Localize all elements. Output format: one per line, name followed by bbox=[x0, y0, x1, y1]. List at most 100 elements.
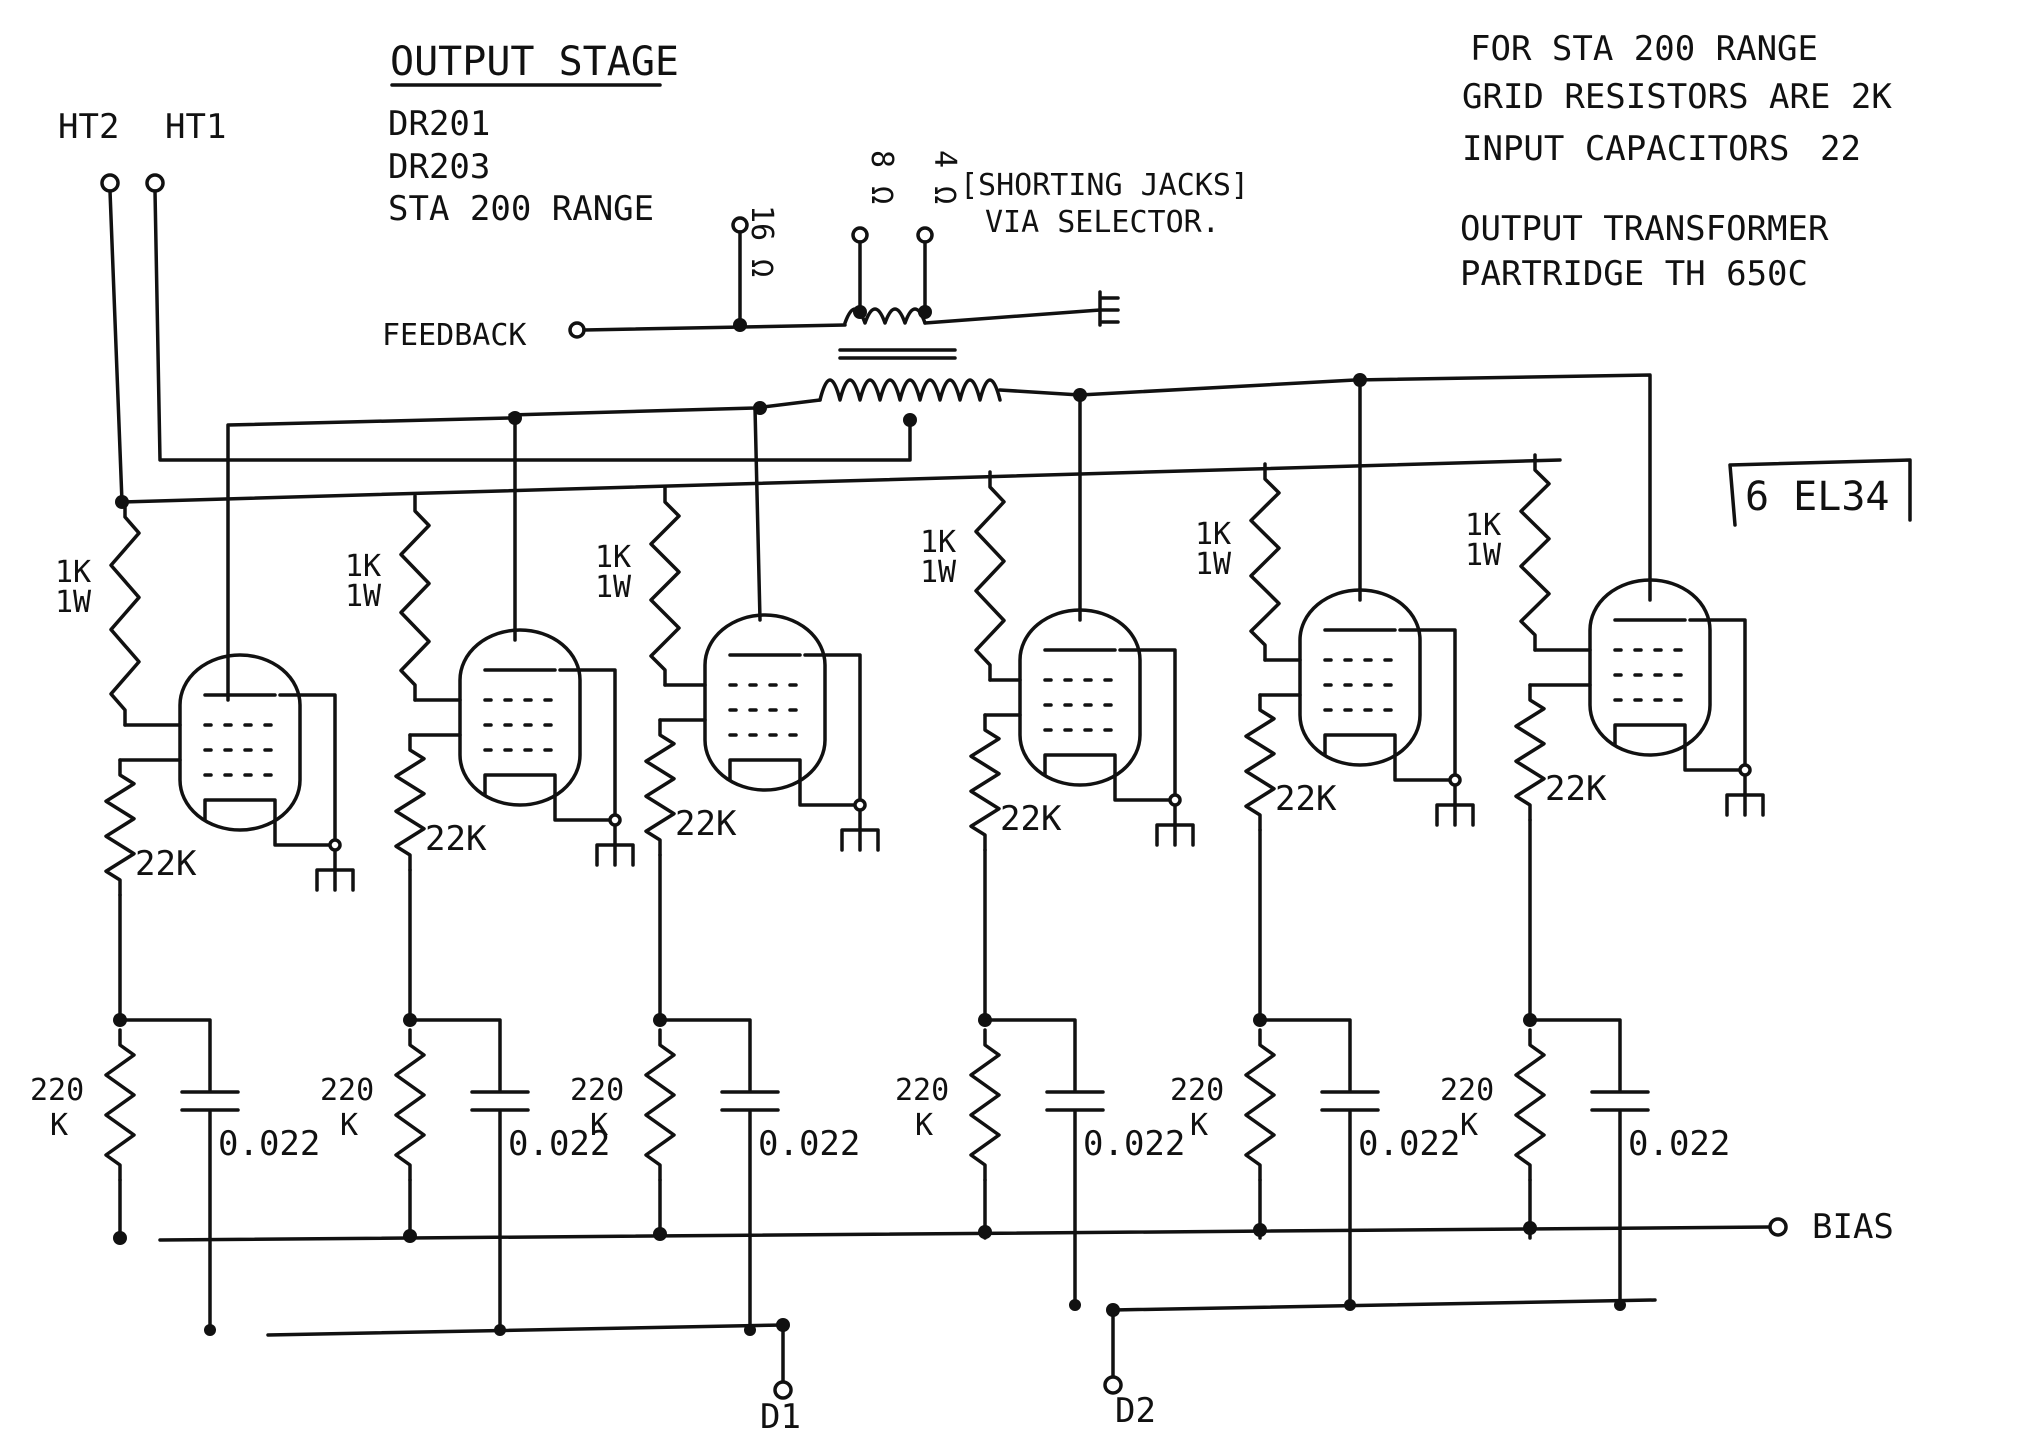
bias-resistor-2 bbox=[394, 1028, 426, 1182]
screen-resistor-wattage: 1W bbox=[920, 555, 957, 590]
screen-resistor-5 bbox=[1249, 462, 1281, 662]
bias-resistor-4 bbox=[969, 1028, 1001, 1182]
grid-resistor-3 bbox=[644, 718, 676, 857]
suppressor-lead bbox=[1688, 618, 1747, 767]
grid-resistor-6 bbox=[1514, 683, 1546, 822]
bias-resistor-value: 220 bbox=[320, 1073, 374, 1108]
capacitor-value: 0.022 bbox=[758, 1124, 860, 1164]
model-1: DR201 bbox=[388, 104, 490, 144]
primary-left bbox=[508, 398, 822, 417]
tube-cathode bbox=[1043, 753, 1117, 777]
ground-symbol-2 bbox=[595, 843, 635, 867]
coupling-capacitor-1 bbox=[180, 1090, 240, 1112]
ht2-label: HT2 bbox=[58, 107, 119, 147]
capacitor-value: 0.022 bbox=[218, 1124, 320, 1164]
capacitor-value: 0.022 bbox=[1358, 1124, 1460, 1164]
note-output-transformer: OUTPUT TRANSFORMER bbox=[1460, 209, 1829, 249]
tube-type-box bbox=[1728, 458, 1912, 527]
screen-resistor-wattage: 1W bbox=[1465, 538, 1502, 573]
screen-resistor-6 bbox=[1519, 453, 1551, 652]
anode-3 bbox=[753, 406, 762, 622]
screen-rail bbox=[120, 458, 1562, 504]
feedback-terminal bbox=[568, 321, 586, 339]
bias-rail bbox=[158, 1225, 1772, 1242]
screen-resistor-wattage: 1W bbox=[1195, 547, 1232, 582]
note-transformer-model: PARTRIDGE TH 650C bbox=[1460, 254, 1808, 294]
bias-terminal bbox=[1768, 1217, 1788, 1237]
bias-resistor-value: 220 bbox=[570, 1073, 624, 1108]
grid-resistor-value: 22K bbox=[1545, 769, 1607, 809]
bias-resistor-value: 220 bbox=[30, 1073, 84, 1108]
suppressor-lead bbox=[1118, 648, 1177, 797]
bias-resistor-1 bbox=[104, 1028, 136, 1182]
coupling-capacitor-5 bbox=[1320, 1090, 1380, 1112]
secondary-ground-lead bbox=[923, 308, 1102, 325]
tube-cathode bbox=[483, 773, 557, 797]
cathode-lead bbox=[553, 793, 617, 847]
cap-top-lead bbox=[983, 1018, 1077, 1092]
ground-symbol-secondary bbox=[1098, 290, 1120, 327]
screen-resistor-4 bbox=[974, 470, 1006, 682]
note-input-caps-value: 22 bbox=[1820, 129, 1861, 169]
screen-resistor-value: 1K bbox=[920, 525, 956, 560]
ht1-label: HT1 bbox=[165, 107, 226, 147]
tube-grids bbox=[1043, 678, 1117, 732]
bias-resistor-value: 220 bbox=[1170, 1073, 1224, 1108]
primary-winding bbox=[818, 378, 1002, 402]
tap-16-label: 16 Ω bbox=[744, 205, 779, 277]
screen-resistor-value: 1K bbox=[1465, 508, 1501, 543]
ground-symbol-1 bbox=[315, 868, 355, 892]
bias-resistor-3 bbox=[644, 1028, 676, 1182]
drive-1-rail bbox=[266, 1323, 785, 1337]
el34-tube-4 bbox=[1018, 608, 1142, 787]
screen-resistor-3 bbox=[649, 485, 681, 687]
bias-resistor-unit: K bbox=[340, 1108, 358, 1143]
el34-tube-5 bbox=[1298, 588, 1422, 767]
tube-cathode bbox=[1613, 723, 1687, 747]
grid-resistor-5 bbox=[1244, 693, 1276, 832]
bias-resistor-unit: K bbox=[915, 1108, 933, 1143]
cathode-lead bbox=[1113, 773, 1177, 827]
shorting-note-2: VIA SELECTOR. bbox=[985, 205, 1220, 240]
bias-resistor-5 bbox=[1244, 1028, 1276, 1182]
suppressor-lead bbox=[803, 653, 862, 802]
ht1-lead bbox=[153, 189, 912, 462]
screen-resistor-value: 1K bbox=[1195, 517, 1231, 552]
screen-resistor-wattage: 1W bbox=[55, 585, 92, 620]
cathode-lead bbox=[273, 818, 337, 872]
tube-grids bbox=[1323, 658, 1397, 712]
tap-8-terminal bbox=[851, 226, 869, 244]
coupling-capacitor-3 bbox=[720, 1090, 780, 1112]
note-for-range: FOR STA 200 RANGE bbox=[1470, 29, 1818, 69]
ht1-terminal bbox=[145, 173, 165, 193]
bias-resistor-unit: K bbox=[1190, 1108, 1208, 1143]
wiring bbox=[100, 173, 1912, 1400]
tap-8-label: 8 Ω bbox=[864, 150, 899, 204]
tap-4-terminal bbox=[916, 226, 934, 244]
ht2-lead bbox=[108, 189, 124, 504]
suppressor-lead bbox=[278, 693, 337, 842]
suppressor-lead bbox=[558, 668, 617, 817]
tube-cathode bbox=[1323, 733, 1397, 757]
screen-resistor-value: 1K bbox=[595, 540, 631, 575]
tube-grids bbox=[728, 683, 802, 737]
capacitor-value: 0.022 bbox=[1628, 1124, 1730, 1164]
bias-resistor-unit: K bbox=[590, 1108, 608, 1143]
coupling-capacitor-4 bbox=[1045, 1090, 1105, 1112]
el34-tube-1 bbox=[178, 653, 302, 832]
bias-resistor-unit: K bbox=[1460, 1108, 1478, 1143]
ground-symbol-3 bbox=[840, 828, 880, 852]
junction-dots bbox=[115, 305, 1367, 1332]
cap-top-lead bbox=[118, 1018, 212, 1092]
tap-4-label: 4 Ω bbox=[927, 150, 962, 204]
el34-tube-2 bbox=[458, 628, 582, 807]
el34-tube-6 bbox=[1588, 578, 1712, 757]
screen-resistor-2 bbox=[399, 494, 431, 702]
bias-resistor-unit: K bbox=[50, 1108, 68, 1143]
ground-symbol-5 bbox=[1435, 803, 1475, 827]
cathode-lead bbox=[1683, 743, 1747, 797]
